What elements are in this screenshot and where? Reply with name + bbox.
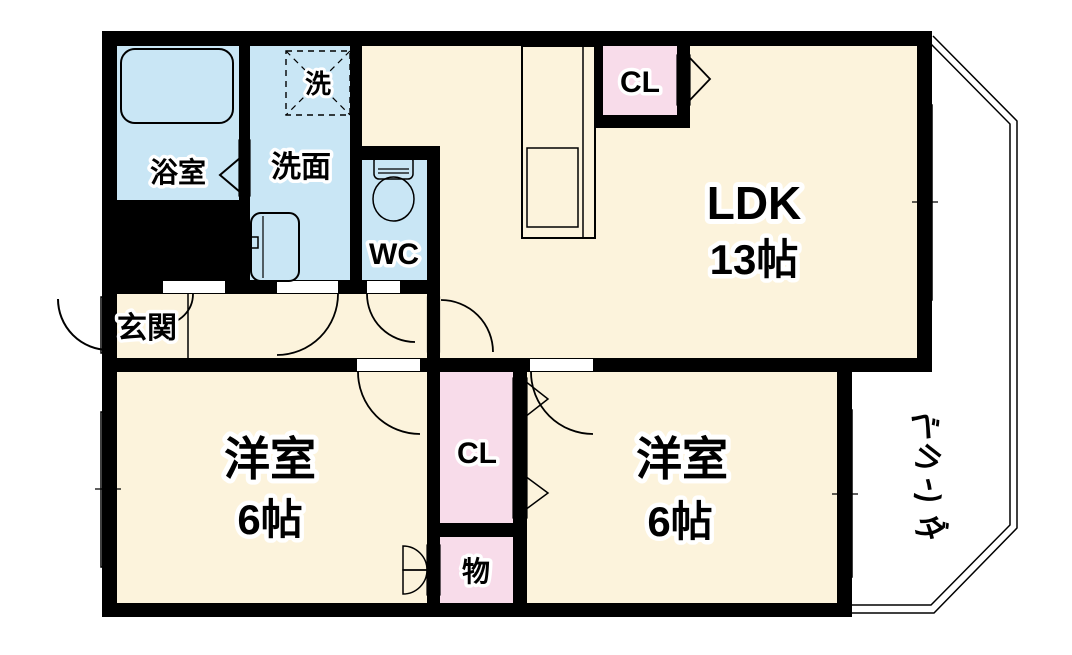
shoe-cabinet-door-arc [162, 293, 194, 325]
hall-ldk-door-arc [440, 299, 494, 353]
label-bedroom-left: 洋室 [224, 433, 316, 485]
closet-fold-arrow-bottom [524, 474, 550, 512]
label-veranda: ベ ラ ン ダ [898, 399, 956, 555]
veranda-outline [851, 35, 1018, 614]
washing-machine-icon [285, 50, 351, 116]
label-washroom: 洗面 [271, 151, 331, 184]
wc-door-opening [367, 281, 400, 293]
kitchen-unit-icon [521, 45, 596, 239]
floor-areas [117, 46, 917, 603]
label-ldk-size: 13帖 [710, 236, 799, 283]
label-entrance: 玄関 [117, 311, 177, 345]
closet-ldk-door-leaf [676, 54, 691, 106]
closet-fold-arrow-top [524, 379, 550, 419]
door-symbols [57, 54, 712, 595]
closet-bedroom-fold-door [512, 377, 528, 519]
closet-ldk-door-arrow [688, 54, 712, 104]
openings-and-doors [95, 54, 938, 596]
label-ldk: LDK [707, 177, 802, 229]
sink-icon [245, 212, 300, 282]
closet-bedroom-floor [440, 372, 513, 523]
bedroom-right-door-opening [530, 359, 593, 371]
label-bath: 浴室 [150, 156, 206, 188]
bedroom-left-door-opening [357, 359, 420, 371]
washroom-door-arc [276, 293, 339, 356]
hall-ldk-door-leaf [426, 296, 441, 353]
storage-butterfly-door-bottom [402, 569, 428, 595]
fixtures [120, 45, 596, 358]
label-closet-bedroom: CL [457, 437, 497, 470]
window-ldk [912, 104, 938, 301]
wc-door-arc [366, 293, 416, 343]
shoe-cabinet [152, 249, 236, 281]
bath-door-arrow [218, 155, 241, 195]
window-bedroom-right [832, 409, 858, 578]
label-storage: 物 [462, 556, 490, 587]
label-bedroom-left-size: 6帖 [237, 496, 302, 543]
bedroom-right-door-arc [530, 371, 594, 435]
closet-ldk-floor [603, 46, 677, 115]
toilet-icon [372, 155, 415, 222]
label-laundry: 洗 [305, 69, 331, 99]
room-bath-floor [117, 46, 239, 206]
svg-text:ダ: ダ [908, 506, 953, 551]
entrance-door-leaf [100, 296, 117, 354]
washroom-door-opening [277, 281, 338, 293]
label-wc: WC [369, 238, 419, 271]
room-wc-floor [362, 160, 427, 280]
entrance-door-arc [57, 298, 110, 351]
label-closet-ldk: CL [620, 66, 660, 99]
shoe-cabinet-opening [163, 281, 225, 293]
bedroom-left-door-arc [357, 371, 421, 435]
label-bedroom-right-size: 6帖 [647, 498, 712, 545]
bathtub-icon [120, 48, 234, 124]
storage-floor [440, 537, 513, 603]
entrance-void-wall [102, 200, 250, 294]
walls [102, 31, 932, 617]
label-bedroom-right: 洋室 [636, 433, 728, 485]
labels: 浴室 洗 洗面 WC CL LDK 13帖 玄関 洋室 6帖 CL 物 洋室 6… [114, 63, 956, 591]
window-bedroom-left [95, 411, 121, 568]
